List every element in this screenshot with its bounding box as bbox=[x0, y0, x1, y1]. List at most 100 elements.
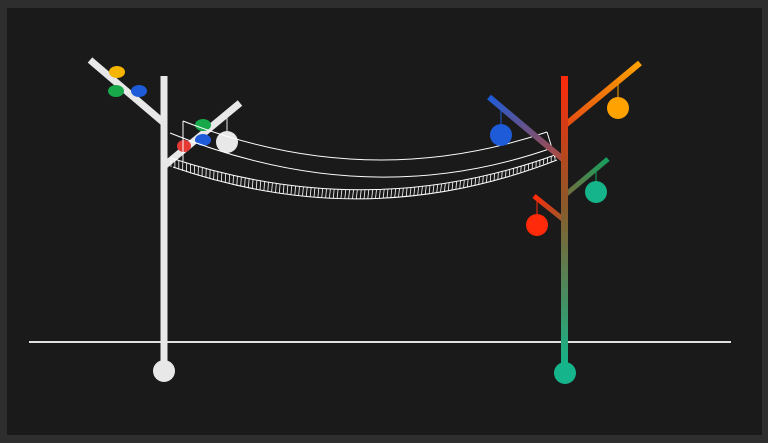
bridge-plank bbox=[240, 177, 242, 187]
orange-ornament-right bbox=[607, 97, 629, 119]
bridge-plank bbox=[455, 181, 458, 189]
right-trunk bbox=[561, 76, 568, 366]
bridge-plank bbox=[371, 189, 374, 199]
bridge-plank bbox=[409, 187, 412, 196]
bridge-plank bbox=[497, 172, 499, 180]
right-branch-red bbox=[532, 194, 566, 222]
bridge-plank bbox=[321, 188, 324, 198]
bridge-plank bbox=[305, 187, 308, 197]
bridge-plank bbox=[290, 185, 293, 196]
left-branch-upper bbox=[87, 57, 167, 126]
bridge-plank bbox=[267, 182, 269, 192]
bridge-plank bbox=[259, 180, 262, 191]
bridge-between-trees-illustration bbox=[29, 57, 731, 384]
bridge-plank bbox=[355, 189, 358, 199]
bridge-plank bbox=[402, 188, 404, 197]
bridge-handrail-bottom bbox=[169, 132, 553, 178]
bridge-plank bbox=[508, 169, 511, 176]
bridge-plank bbox=[286, 184, 289, 195]
red-ornament bbox=[177, 140, 191, 152]
bridge-plank bbox=[440, 183, 442, 192]
bridge-plank bbox=[224, 173, 227, 184]
yellow-ornament bbox=[109, 66, 125, 78]
bridge-plank bbox=[390, 188, 393, 198]
bridge-plank bbox=[424, 185, 427, 195]
bridge-plank bbox=[417, 186, 419, 196]
blue-ornament-2 bbox=[195, 134, 211, 146]
bridge-plank bbox=[375, 189, 377, 199]
bridge-plank bbox=[398, 188, 400, 198]
bridge-plank bbox=[340, 189, 343, 199]
bridge-plank bbox=[282, 184, 285, 195]
bridge-plank bbox=[309, 187, 312, 198]
bridge-plank bbox=[367, 189, 370, 199]
bridge-plank bbox=[394, 188, 397, 198]
bridge-plank bbox=[329, 188, 331, 199]
bridge-plank bbox=[451, 181, 454, 190]
bridge-plank bbox=[313, 187, 316, 198]
bridge-plank bbox=[236, 176, 238, 186]
bridge-plank bbox=[470, 178, 473, 186]
blue-ornament-right bbox=[490, 124, 512, 146]
bridge-plank bbox=[325, 188, 327, 199]
illustration-canvas bbox=[7, 8, 762, 435]
bridge-plank bbox=[478, 176, 480, 185]
bridge-plank bbox=[359, 189, 362, 199]
bridge-plank bbox=[294, 185, 296, 196]
bridge-plank bbox=[382, 189, 385, 199]
bridge-plank bbox=[467, 179, 469, 187]
blue-ornament bbox=[131, 85, 147, 97]
bridge-deck-top bbox=[170, 154, 556, 191]
bridge-plank bbox=[248, 178, 250, 189]
bridge-plank bbox=[244, 177, 246, 188]
teal-ornament-right bbox=[585, 181, 607, 203]
bridge-plank bbox=[489, 174, 492, 182]
bridge-plank bbox=[486, 175, 488, 183]
bridge-plank bbox=[298, 186, 300, 196]
suspension-bridge bbox=[169, 120, 558, 200]
bridge-plank bbox=[332, 189, 335, 199]
bridge-plank bbox=[348, 189, 350, 199]
bridge-plank bbox=[363, 189, 366, 199]
bridge-plank bbox=[386, 189, 389, 198]
bridge-plank bbox=[255, 180, 258, 190]
bridge-plank bbox=[344, 189, 347, 199]
bridge-plank bbox=[275, 183, 277, 193]
bridge-plank bbox=[413, 187, 416, 196]
bridge-plank bbox=[444, 183, 446, 192]
bridge-plank bbox=[263, 181, 265, 192]
white-ornament bbox=[216, 131, 238, 153]
bridge-plank bbox=[251, 179, 254, 189]
green-ornament-2 bbox=[195, 119, 211, 131]
bridge-plank bbox=[474, 177, 477, 185]
bridge-plank bbox=[436, 184, 439, 193]
right-branch-blue bbox=[487, 94, 566, 163]
bridge-plank bbox=[459, 180, 461, 189]
bridge-plank bbox=[336, 189, 339, 199]
red-ornament-right bbox=[526, 214, 548, 236]
bridge-plank bbox=[493, 173, 495, 181]
bridge-plank bbox=[482, 175, 484, 184]
bridge-plank bbox=[421, 186, 423, 195]
left-tree bbox=[87, 57, 243, 382]
bridge-plank bbox=[232, 175, 234, 185]
bridge-plank bbox=[447, 182, 450, 191]
bridge-plank bbox=[501, 171, 503, 179]
bridge-plank bbox=[505, 170, 507, 177]
bridge-plank bbox=[302, 186, 304, 197]
right-root-ball bbox=[554, 362, 576, 384]
right-branch-teal bbox=[562, 157, 610, 198]
bridge-plank bbox=[432, 184, 435, 193]
bridge-plank bbox=[352, 189, 354, 199]
bridge-handrail-top bbox=[182, 120, 548, 161]
right-tree bbox=[487, 60, 642, 384]
bridge-plank bbox=[463, 179, 465, 188]
bridge-plank bbox=[271, 182, 273, 193]
bridge-plank bbox=[317, 188, 320, 198]
green-ornament bbox=[108, 85, 124, 97]
left-root-ball bbox=[153, 360, 175, 382]
bridge-plank bbox=[228, 174, 230, 184]
bridge-plank bbox=[405, 187, 408, 197]
bridge-plank bbox=[379, 189, 381, 199]
